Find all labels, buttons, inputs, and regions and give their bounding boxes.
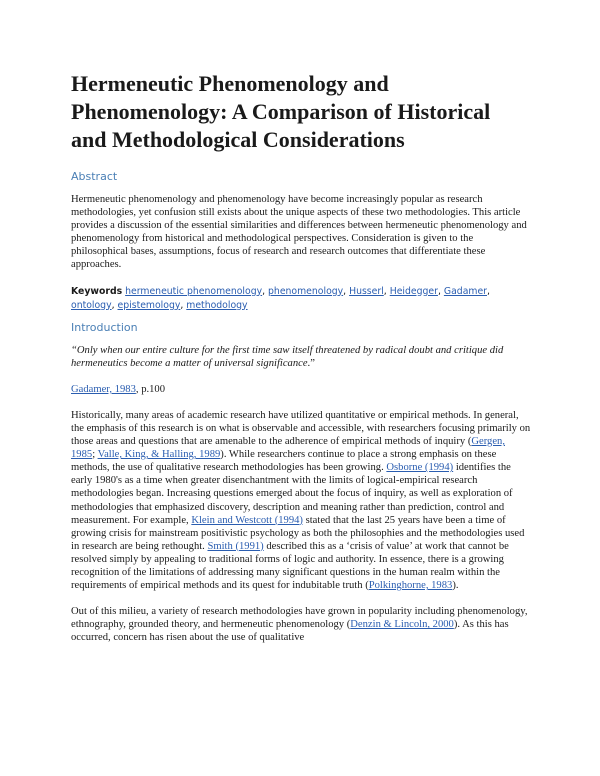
keywords-line: Keywords hermeneutic phenomenology, phen… — [71, 285, 490, 311]
abstract-heading: Abstract — [71, 170, 118, 183]
keyword-link[interactable]: Husserl — [349, 285, 384, 297]
body-paragraph: Out of this milieu, a variety of researc… — [71, 606, 528, 644]
article-title: Hermeneutic Phenomenology and Phenomenol… — [71, 71, 491, 152]
keywords-label: Keywords — [71, 285, 123, 297]
keyword-link[interactable]: methodology — [186, 299, 248, 311]
citation-link[interactable]: Gergen, 1985 — [71, 436, 505, 461]
introduction-heading: Introduction — [71, 320, 138, 334]
epigraph-quote: “Only when our entire culture for the fi… — [71, 344, 504, 369]
citation-link[interactable]: Smith (1991) — [207, 540, 264, 552]
citation-link[interactable]: Osborne (1994) — [386, 462, 454, 474]
keyword-link[interactable]: Gadamer — [443, 285, 487, 297]
keyword-link[interactable]: phenomenology — [268, 285, 344, 297]
abstract-text: Hermeneutic phenomenology and phenomenol… — [71, 194, 527, 271]
keyword-link[interactable]: ontology — [71, 299, 112, 311]
quote-citation: Gadamer, 1983, p.100 — [71, 383, 166, 395]
keyword-link[interactable]: Heidegger — [389, 285, 438, 297]
keyword-link[interactable]: epistemology — [117, 299, 181, 311]
citation-link[interactable]: Polkinghorne, 1983 — [368, 580, 453, 592]
citation-link[interactable]: Klein and Westcott (1994) — [191, 514, 303, 526]
citation-link[interactable]: Gadamer, 1983 — [71, 383, 136, 395]
keyword-link[interactable]: hermeneutic phenomenology — [125, 285, 263, 297]
body-paragraph: Historically, many areas of academic res… — [71, 409, 531, 592]
article-page: Hermeneutic Phenomenology and Phenomenol… — [71, 70, 531, 657]
citation-link[interactable]: Denzin & Lincoln, 2000 — [350, 619, 454, 631]
citation-link[interactable]: Valle, King, & Halling, 1989 — [97, 449, 221, 461]
